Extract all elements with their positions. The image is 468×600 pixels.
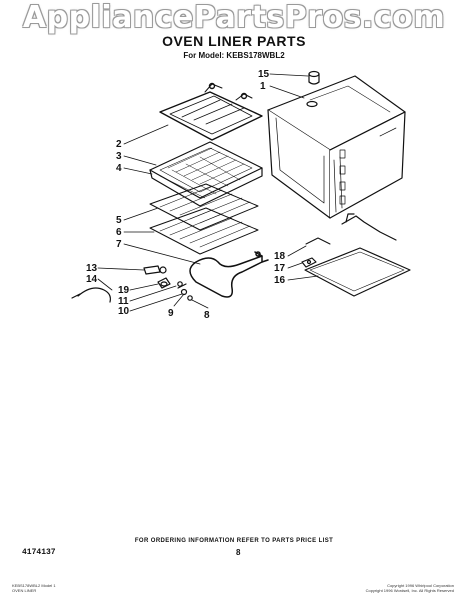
probe-wire — [71, 287, 111, 303]
callout-9: 9 — [168, 308, 174, 319]
vent-cap — [308, 70, 320, 85]
callout-3: 3 — [116, 151, 122, 162]
sensor-bulb — [143, 265, 167, 275]
svg-text:9: 9 — [168, 308, 174, 319]
svg-text:4: 4 — [116, 163, 122, 174]
callout-10: 10 — [118, 306, 130, 317]
svg-text:16: 16 — [274, 275, 286, 286]
leader-lines — [97, 73, 319, 312]
svg-text:2: 2 — [116, 139, 122, 150]
svg-text:10: 10 — [118, 306, 130, 317]
bottom-panel — [304, 247, 411, 297]
page-title: OVEN LINER PARTS — [162, 33, 306, 49]
page-number: 8 — [236, 548, 241, 557]
svg-text:18: 18 — [274, 251, 286, 262]
callout-13: 13 — [86, 263, 98, 274]
svg-text:6: 6 — [116, 227, 122, 238]
callout-19: 19 — [118, 285, 130, 296]
bake-element — [189, 251, 269, 298]
svg-text:5: 5 — [116, 215, 122, 226]
svg-text:14: 14 — [86, 274, 98, 285]
callout-2: 2 — [116, 139, 122, 150]
copyright-line: Copyright 1996 Whirlpool Corporation — [387, 583, 454, 588]
callout-14: 14 — [86, 274, 98, 285]
callout-17: 17 — [274, 263, 286, 274]
callout-6: 6 — [116, 227, 122, 238]
svg-text:19: 19 — [118, 285, 130, 296]
svg-text:8: 8 — [204, 310, 210, 321]
callout-1: 1 — [260, 81, 266, 92]
copyright-footnote: Copyright 1996 Whirlpool Corporation Cop… — [366, 583, 454, 593]
model-footnote-line: KEBS178WBL2 Model 1 — [12, 583, 56, 588]
callout-11: 11 — [118, 296, 129, 307]
receptacle — [157, 277, 171, 289]
model-footnote: KEBS178WBL2 Model 1 OVEN LINER — [12, 583, 56, 593]
svg-text:11: 11 — [118, 296, 129, 307]
svg-text:3: 3 — [116, 151, 122, 162]
model-subtitle: For Model: KEBS178WBL2 — [183, 51, 285, 60]
watermark: AppliancePartsPros.com — [22, 0, 446, 35]
callout-18: 18 — [274, 251, 286, 262]
callout-8: 8 — [204, 310, 210, 321]
screw-parts — [177, 281, 193, 301]
broil-element — [159, 82, 263, 141]
svg-text:13: 13 — [86, 263, 98, 274]
callout-15: 15 — [258, 69, 270, 80]
svg-text:15: 15 — [258, 69, 270, 80]
model-footnote-line: OVEN LINER — [12, 588, 37, 593]
callout-5: 5 — [116, 215, 122, 226]
oven-rack-lower — [149, 207, 259, 255]
copyright-line: Copyright 1996 Wordsell, Inc. All Rights… — [365, 588, 454, 593]
oven-liner-box — [267, 75, 406, 219]
svg-text:7: 7 — [116, 239, 122, 250]
document-part-number: 4174137 — [22, 548, 56, 557]
svg-text:17: 17 — [274, 263, 286, 274]
sensor-wire — [305, 213, 397, 245]
ordering-note: FOR ORDERING INFORMATION REFER TO PARTS … — [134, 538, 334, 544]
svg-text:1: 1 — [260, 81, 266, 92]
broiler-pan — [149, 141, 263, 207]
bracket-clip — [301, 257, 317, 268]
callout-4: 4 — [116, 163, 122, 174]
callout-16: 16 — [274, 275, 286, 286]
callout-7: 7 — [116, 239, 122, 250]
